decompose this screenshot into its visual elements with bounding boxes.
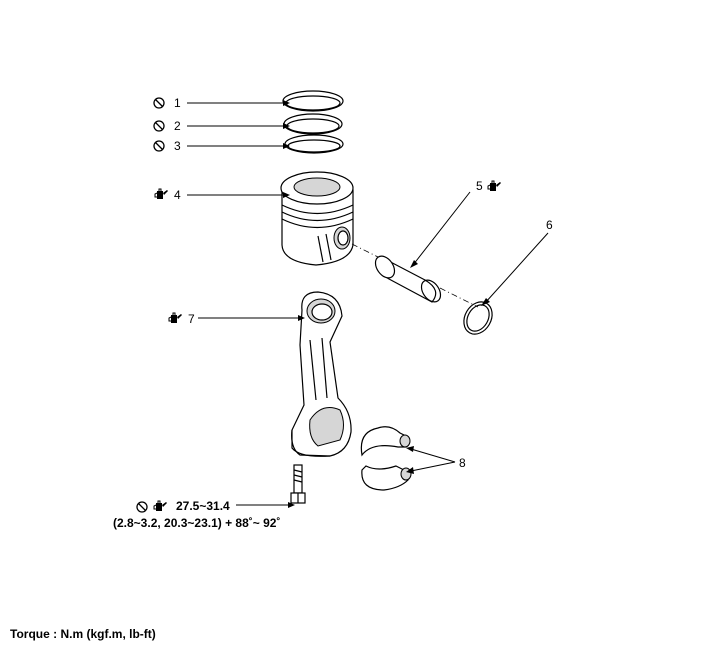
piston-ring-3 xyxy=(284,134,344,154)
oil-can-icon xyxy=(153,500,168,512)
pin-centerline xyxy=(351,243,479,308)
piston-pin xyxy=(374,255,442,303)
callout-1: 1 xyxy=(174,96,181,110)
connecting-rod-bolt xyxy=(290,464,306,504)
connecting-rod xyxy=(291,291,352,457)
leader-lines xyxy=(187,100,549,508)
piston-ring-1 xyxy=(282,90,344,112)
no-reuse-symbol-icon xyxy=(153,120,165,132)
bolt-torque-value: 27.5~31.4 xyxy=(176,499,230,513)
piston xyxy=(280,171,354,266)
bearing-shells xyxy=(360,426,412,491)
bolt-torque-detail: (2.8~3.2, 20.3~23.1) + 88˚~ 92˚ xyxy=(113,516,280,530)
callout-7: 7 xyxy=(188,312,195,326)
torque-unit-note: Torque : N.m (kgf.m, lb-ft) xyxy=(10,627,156,641)
callout-3: 3 xyxy=(174,139,181,153)
callout-4: 4 xyxy=(174,188,181,202)
no-reuse-symbol-icon xyxy=(136,501,148,513)
oil-can-icon xyxy=(154,188,169,200)
callout-5: 5 xyxy=(476,179,483,193)
no-reuse-symbol-icon xyxy=(153,140,165,152)
callout-6: 6 xyxy=(546,218,553,232)
callout-2: 2 xyxy=(174,119,181,133)
oil-can-icon xyxy=(168,312,183,324)
piston-ring-2 xyxy=(283,113,343,135)
callout-8: 8 xyxy=(459,456,466,470)
snap-ring xyxy=(463,301,493,335)
oil-can-icon xyxy=(487,180,502,192)
no-reuse-symbol-icon xyxy=(153,97,165,109)
